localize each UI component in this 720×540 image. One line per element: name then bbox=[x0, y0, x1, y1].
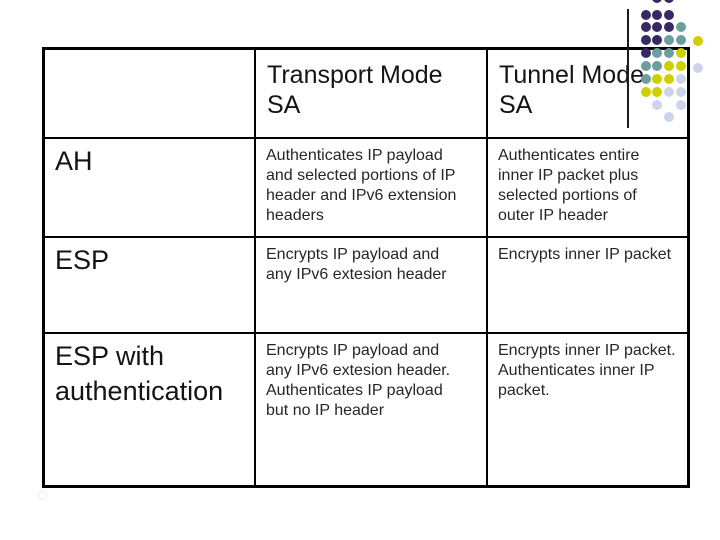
decoration-dot bbox=[676, 35, 686, 45]
decoration-dot bbox=[664, 10, 674, 20]
decoration-dot bbox=[652, 0, 662, 3]
comparison-table: Transport Mode SA Tunnel Mode SA AH Auth… bbox=[42, 47, 690, 488]
decoration-dot bbox=[664, 0, 674, 3]
row-label-ah: AH bbox=[45, 139, 256, 238]
decoration-vertical-line bbox=[627, 9, 629, 128]
cell-ah-tunnel: Authenticates entire inner IP packet plu… bbox=[488, 139, 687, 238]
header-cell-corner bbox=[45, 50, 256, 139]
cell-esp-auth-transport: Encrypts IP payload and any IPv6 extesio… bbox=[256, 334, 488, 485]
cell-esp-auth-tunnel: Encrypts inner IP packet. Authenticates … bbox=[498, 342, 676, 399]
cell-esp-tunnel: Encrypts inner IP packet bbox=[488, 238, 687, 334]
decoration-dot bbox=[664, 22, 674, 32]
decoration-dot bbox=[652, 10, 662, 20]
cell-ah-transport: Authenticates IP payload and selected po… bbox=[256, 139, 488, 238]
decoration-dot bbox=[641, 10, 651, 20]
header-cell-tunnel-mode: Tunnel Mode SA bbox=[488, 50, 687, 139]
row-label-esp-with-auth: ESP with authentication bbox=[45, 334, 256, 485]
decoration-dot bbox=[676, 22, 686, 32]
decoration-dot bbox=[693, 63, 703, 73]
corner-smudge-mark bbox=[38, 491, 47, 500]
decoration-dot bbox=[652, 22, 662, 32]
row-label-esp: ESP bbox=[45, 238, 256, 334]
decoration-dot bbox=[664, 35, 674, 45]
decoration-dot bbox=[641, 22, 651, 32]
decoration-dot bbox=[641, 35, 651, 45]
decoration-dot bbox=[652, 35, 662, 45]
header-cell-transport-mode: Transport Mode SA bbox=[256, 50, 488, 139]
cell-esp-transport: Encrypts IP payload and any IPv6 extesio… bbox=[256, 238, 488, 334]
decoration-dot bbox=[693, 36, 703, 46]
